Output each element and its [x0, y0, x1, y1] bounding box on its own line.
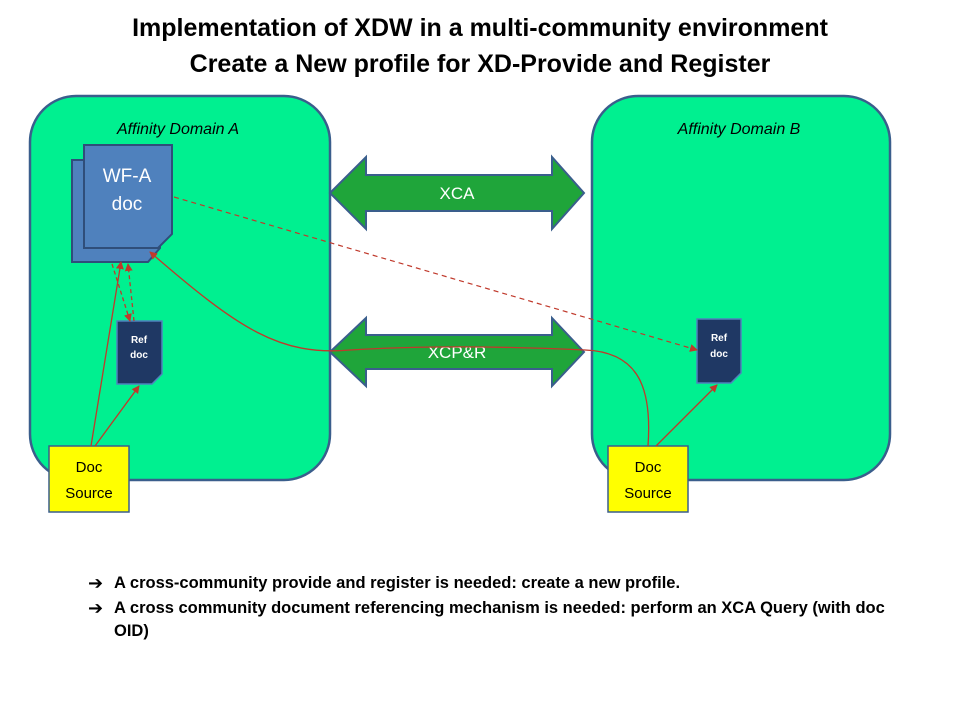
wf-doc-front-page: [83, 144, 173, 249]
arrow-source-b-to-ref-doc-b: [655, 384, 718, 447]
doc-source-b: [607, 445, 689, 513]
dashed-link-wf-to-ref-b: [173, 196, 698, 352]
bullet-text-1: A cross-community provide and register i…: [114, 574, 681, 592]
wf-doc-label-line2: doc: [112, 194, 143, 215]
doc-source-b-label-line1: Doc: [635, 459, 662, 476]
xcpr-label: XCP&R: [428, 343, 487, 362]
ref-doc-b: [696, 318, 742, 384]
ref-doc-b-label-line2: doc: [710, 349, 728, 360]
affinity-domain-a: [28, 94, 332, 482]
xca-label: XCA: [440, 184, 476, 203]
bullet-list: ➔ A cross-community provide and register…: [88, 572, 888, 645]
affinity-domain-a-label: Affinity Domain A: [116, 121, 239, 138]
doc-source-a-label-line1: Doc: [76, 459, 103, 476]
affinity-domain-b: [590, 94, 892, 482]
wf-doc-label-line1: WF-A: [103, 166, 152, 187]
ref-doc-a-label-line2: doc: [130, 350, 148, 361]
arrow-source-a-to-ref-doc-a: [94, 385, 140, 447]
bullet-item-2: ➔ A cross community document referencing…: [88, 597, 888, 643]
title-line-2: Create a New profile for XD-Provide and …: [189, 50, 771, 78]
doc-source-a-label-line2: Source: [65, 485, 113, 502]
ref-doc-b-label-line1: Ref: [711, 333, 728, 344]
doc-source-b-label-line2: Source: [624, 485, 672, 502]
dashed-link-wf-to-ref-a-2: [124, 263, 135, 322]
bullet-text-2: A cross community document referencing m…: [114, 599, 885, 640]
curved-arrow-source-b-to-wf-doc: [149, 251, 650, 447]
bullet-arrow-icon: ➔: [88, 573, 104, 593]
bullet-arrow-icon: ➔: [88, 598, 104, 618]
xca-connector: [328, 154, 586, 232]
ref-doc-a-label-line1: Ref: [131, 335, 148, 346]
dashed-link-wf-to-ref-a-1: [111, 263, 132, 322]
affinity-domain-b-label: Affinity Domain B: [677, 121, 801, 138]
xcpr-connector: [328, 315, 586, 389]
title-line-1: Implementation of XDW in a multi-communi…: [132, 14, 828, 42]
arrow-source-a-to-wf-doc: [90, 261, 124, 447]
ref-doc-a: [116, 320, 163, 385]
doc-source-a: [48, 445, 130, 513]
bullet-item-1: ➔ A cross-community provide and register…: [88, 572, 888, 595]
